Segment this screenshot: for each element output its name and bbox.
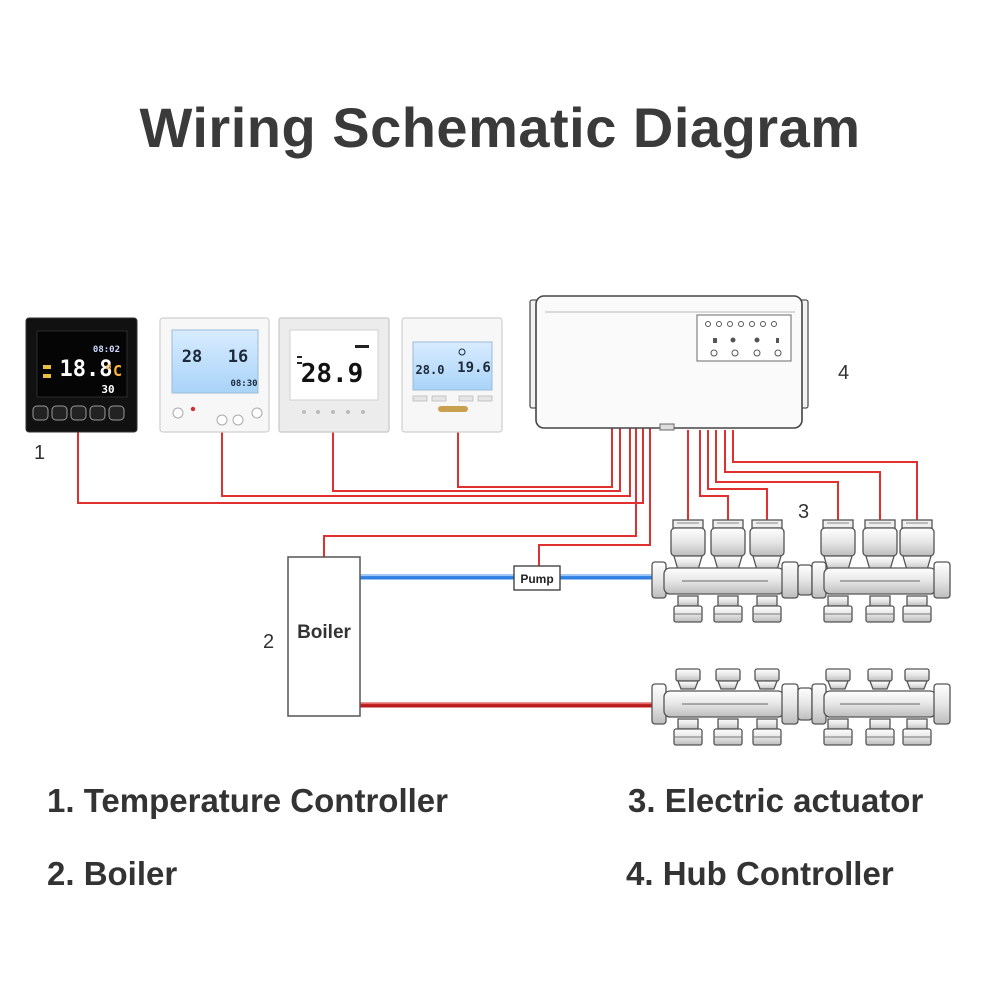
thermostat-1-time: 08:02 — [93, 345, 120, 355]
marker-3: 3 — [798, 501, 809, 523]
legend-item-2: 2. Boiler — [47, 855, 178, 892]
thermostat-3-main: 28.9 — [301, 359, 364, 389]
return-manifold — [651, 668, 951, 746]
thermostat-2-left: 28 — [182, 347, 202, 367]
boiler: Boiler — [287, 556, 361, 717]
thermostat-2-time: 08:30 — [230, 379, 257, 389]
thermostat-2: 28 16 08:30 — [159, 317, 270, 433]
legend-item-3: 3. Electric actuator — [628, 782, 924, 819]
marker-4: 4 — [838, 362, 849, 384]
boiler-label: Boiler — [297, 622, 351, 643]
thermostat-1-sub: 30 — [101, 383, 114, 396]
thermostat-1: 08:02 18.8 °C 30 — [25, 317, 138, 433]
legend-item-1: 1. Temperature Controller — [47, 782, 448, 819]
thermostat-4-left: 28.0 — [416, 363, 445, 377]
thermostat-4: 28.0 19.6 — [401, 317, 503, 433]
control-wires — [77, 405, 918, 568]
supply-pipe — [360, 574, 652, 580]
legend-item-4: 4. Hub Controller — [626, 855, 894, 892]
hub-controller — [529, 295, 809, 431]
supply-manifold — [651, 519, 951, 623]
marker-2: 2 — [263, 631, 274, 653]
marker-1: 1 — [34, 442, 45, 464]
thermostat-1-unit: °C — [104, 362, 122, 380]
thermostat-2-right: 16 — [228, 347, 248, 367]
thermostat-1-main: 18.8 — [60, 357, 113, 382]
thermostat-4-right: 19.6 — [457, 360, 491, 376]
return-pipe — [360, 702, 652, 708]
page-title: Wiring Schematic Diagram — [139, 96, 861, 159]
pump: Pump — [513, 565, 561, 591]
thermostat-3: 28.9 — [278, 317, 390, 433]
pump-label: Pump — [520, 572, 553, 586]
